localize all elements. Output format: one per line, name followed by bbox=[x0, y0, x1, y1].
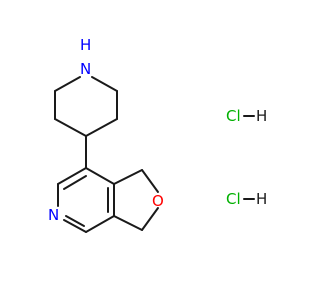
bond-py-c3a-c4 bbox=[85, 215, 115, 233]
pyridine-n-label: N bbox=[48, 206, 59, 224]
bond-fu-c3-c3a bbox=[113, 215, 143, 231]
bond-py-c7-c7a bbox=[85, 167, 115, 185]
bond-py-c4-n bbox=[63, 219, 87, 233]
pyridine-ring bbox=[57, 167, 115, 233]
hcl-salt-1: Cl H bbox=[226, 107, 267, 125]
chlorine-label: Cl bbox=[226, 107, 241, 125]
bond-py-double-1 bbox=[63, 175, 87, 190]
bond-n-c2 bbox=[54, 76, 81, 92]
bond-c6-n bbox=[91, 76, 118, 92]
bond-c4-c5 bbox=[85, 118, 118, 137]
bond-fu-c1-o bbox=[141, 169, 159, 193]
bond-fu-c7a-c1 bbox=[113, 169, 143, 185]
furan-o-label: O bbox=[152, 192, 164, 210]
hydrogen-label: H bbox=[256, 190, 267, 208]
hydrogen-label: H bbox=[256, 107, 267, 125]
bond-py-c6-c7 bbox=[57, 167, 87, 185]
bond-fu-o-c3 bbox=[141, 207, 159, 231]
hcl-salt-2: Cl H bbox=[226, 190, 267, 208]
furan-ring bbox=[113, 169, 159, 231]
piperidine-n-label: N bbox=[80, 60, 91, 78]
bond-c3-c4 bbox=[54, 118, 87, 137]
chlorine-label: Cl bbox=[226, 190, 241, 208]
structure-diagram: H N N O Cl H Cl H bbox=[48, 36, 267, 233]
bond-py-double-3 bbox=[65, 215, 85, 227]
piperidine-ring bbox=[54, 76, 118, 137]
piperidine-nh-label: H bbox=[80, 36, 91, 54]
